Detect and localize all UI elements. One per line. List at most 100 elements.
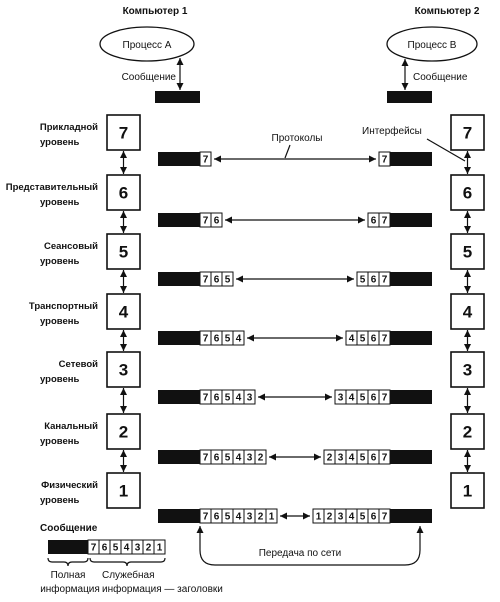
header-cell-left: 3 <box>243 449 256 465</box>
header-cell-right: 1 <box>312 508 325 524</box>
level-number: 1 <box>463 482 472 501</box>
level-box-right: 3 <box>450 351 485 388</box>
header-digit: 5 <box>360 393 366 404</box>
header-digit: 3 <box>247 453 253 464</box>
process-a-node: Процесс А <box>99 26 195 62</box>
data-block-left <box>158 509 200 523</box>
level-number: 1 <box>119 482 128 501</box>
header-cell-left: 2 <box>254 449 267 465</box>
header-digit: 3 <box>338 393 344 404</box>
level-name: Сетевой <box>59 359 98 370</box>
data-block-left <box>158 272 200 286</box>
header-digit: 6 <box>371 512 377 523</box>
header-cell-frame <box>199 151 212 167</box>
message-block-right <box>387 91 432 103</box>
header-cell-frame <box>210 212 223 228</box>
header-digit: 5 <box>225 275 231 286</box>
header-digit: 3 <box>247 512 253 523</box>
header-cell-right: 7 <box>378 330 391 346</box>
header-digit: 3 <box>247 393 253 404</box>
header-cell-left: 6 <box>210 389 223 405</box>
data-label-line-1: Полная <box>51 570 86 581</box>
level-number: 5 <box>119 243 128 262</box>
level-number: 3 <box>119 361 128 380</box>
level-box-left: 2 <box>106 413 141 450</box>
data-block-left <box>158 152 200 166</box>
level-number: 7 <box>463 124 472 143</box>
header-cell-left: 3 <box>243 508 256 524</box>
header-digit: 6 <box>214 393 220 404</box>
level-name-suffix: уровень <box>40 256 80 267</box>
level-number: 4 <box>119 303 129 322</box>
header-digit: 7 <box>91 543 97 554</box>
protocols-label: Протоколы <box>272 133 323 144</box>
level-box-left: 5 <box>106 233 141 270</box>
header-cell-left: 1 <box>265 508 278 524</box>
level-box-right: 5 <box>450 233 485 270</box>
legend-header-cell: 3 <box>131 539 144 555</box>
level-box-right: 6 <box>450 174 485 211</box>
level-name: Транспортный <box>29 301 98 312</box>
data-block-right <box>390 509 432 523</box>
level-number: 6 <box>119 184 128 203</box>
header-cell-right: 4 <box>345 449 358 465</box>
header-digit: 7 <box>203 216 209 227</box>
header-cell-left: 7 <box>199 271 212 287</box>
header-digit: 5 <box>113 543 119 554</box>
header-digit: 6 <box>102 543 108 554</box>
level-name-suffix: уровень <box>40 374 80 385</box>
level-box-frame <box>450 114 485 151</box>
header-cell-right: 3 <box>334 508 347 524</box>
header-digit: 7 <box>203 275 209 286</box>
data-block-right <box>390 450 432 464</box>
level-box-frame <box>106 174 141 211</box>
header-cell-left: 5 <box>221 389 234 405</box>
level-box-left: 7 <box>106 114 141 151</box>
header-cell-right: 3 <box>334 449 347 465</box>
level-box-frame <box>450 472 485 509</box>
header-digit: 4 <box>236 453 242 464</box>
header-digit: 7 <box>203 453 209 464</box>
level-box-frame <box>450 174 485 211</box>
header-cell-right: 6 <box>367 449 380 465</box>
level-box-left: 4 <box>106 293 141 330</box>
header-cell-right: 4 <box>345 389 358 405</box>
level-name-suffix: уровень <box>40 495 80 506</box>
header-cell-right: 5 <box>356 271 369 287</box>
level-number: 4 <box>463 303 473 322</box>
header-digit: 6 <box>214 216 220 227</box>
level-box-left: 3 <box>106 351 141 388</box>
header-cell-left: 7 <box>199 389 212 405</box>
header-cell-right: 5 <box>356 449 369 465</box>
header-cell-left: 2 <box>254 508 267 524</box>
level-box-frame <box>450 351 485 388</box>
level-box-frame <box>106 413 141 450</box>
header-digit: 4 <box>124 543 130 554</box>
header-digit: 5 <box>225 453 231 464</box>
legend-header-cell: 4 <box>120 539 133 555</box>
process-b-ellipse <box>386 26 478 62</box>
header-cell-left: 5 <box>221 449 234 465</box>
process-b-node: Процесс В <box>386 26 478 62</box>
level-box-frame <box>106 114 141 151</box>
computer-1-title: Компьютер 1 <box>123 6 188 17</box>
message-label-right: Сообщение <box>413 71 468 83</box>
header-digit: 6 <box>371 275 377 286</box>
level-box-frame <box>106 472 141 509</box>
header-digit: 4 <box>236 334 242 345</box>
level-box-frame <box>450 233 485 270</box>
header-digit: 6 <box>214 275 220 286</box>
data-block-right <box>390 213 432 227</box>
header-cell-right: 7 <box>378 151 391 167</box>
header-cell-right: 7 <box>378 508 391 524</box>
message-label-left: Сообщение <box>122 71 177 83</box>
header-digit: 7 <box>382 155 388 166</box>
header-digit: 2 <box>258 512 264 523</box>
header-digit: 2 <box>258 453 264 464</box>
data-block-right <box>390 152 432 166</box>
